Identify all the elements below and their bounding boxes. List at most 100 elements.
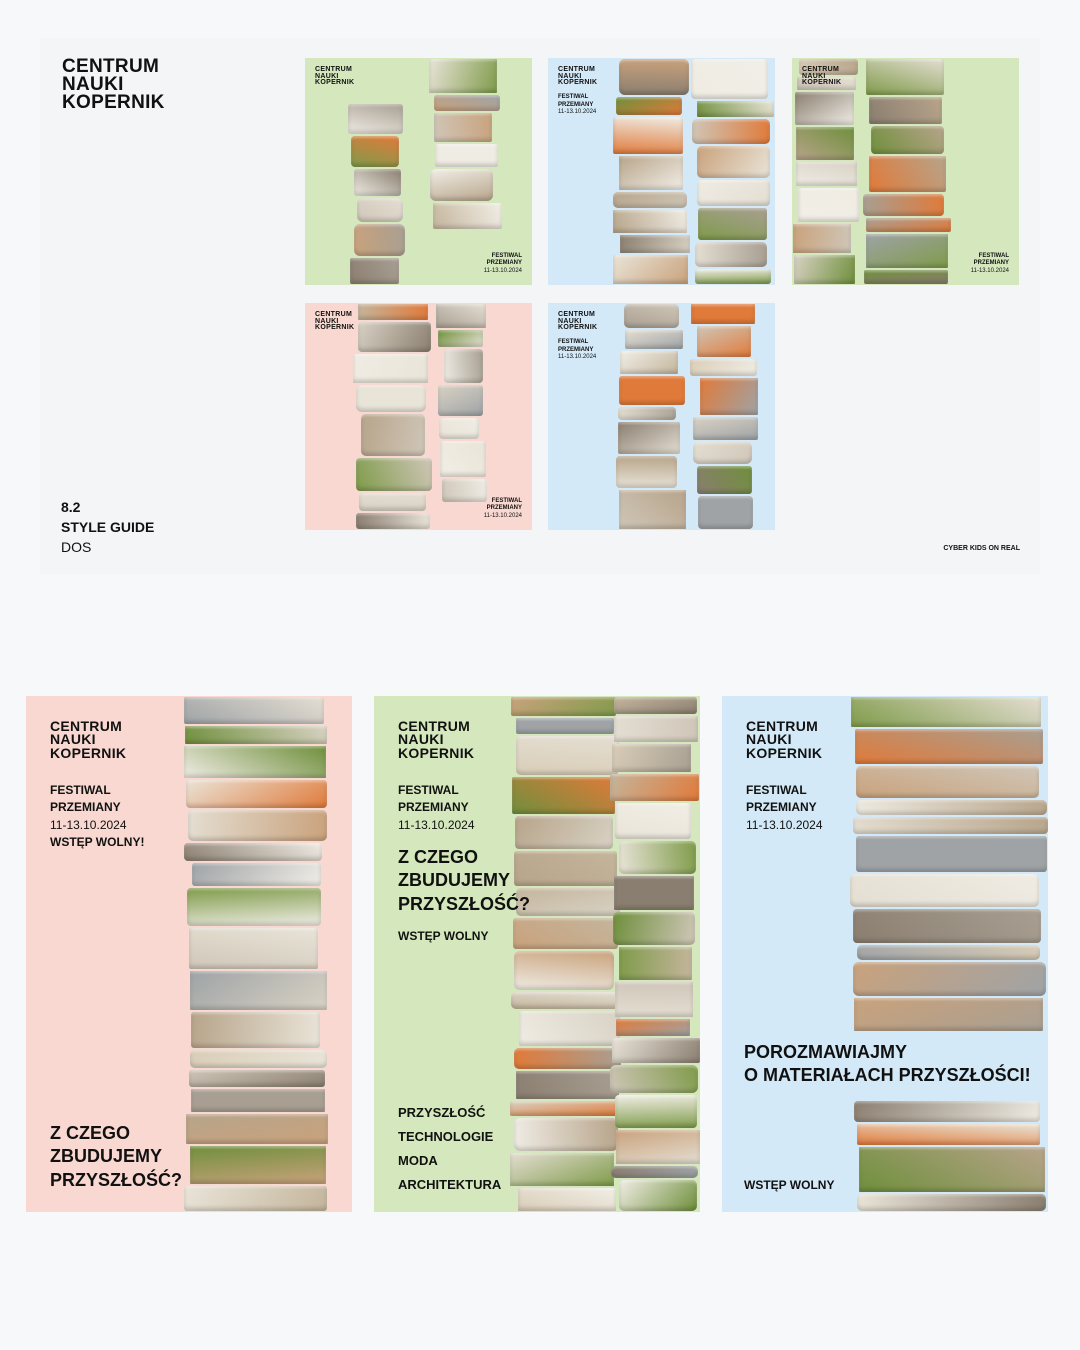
material-collage bbox=[427, 58, 502, 230]
material-block bbox=[184, 843, 322, 861]
thumb-festival-info: FESTIWAL PRZEMIANY 11-13.10.2024 bbox=[484, 253, 522, 276]
logo-line: NAUKI bbox=[398, 731, 444, 748]
thumbnail-poster[interactable]: CENTRUM NAUKI KOPERNIK FESTIWAL PRZEMIAN… bbox=[305, 303, 532, 530]
material-block bbox=[798, 188, 859, 222]
material-block bbox=[794, 254, 855, 284]
material-block bbox=[514, 850, 617, 887]
logo-line: NAUKI bbox=[746, 731, 792, 748]
topic-item: MODA bbox=[398, 1153, 438, 1169]
poster-blue[interactable]: CENTRUM NAUKI KOPERNIK FESTIWAL PRZEMIAN… bbox=[722, 696, 1048, 1212]
material-block bbox=[513, 918, 618, 950]
material-block bbox=[516, 735, 619, 775]
poster-logo: CENTRUM NAUKI KOPERNIK bbox=[746, 718, 822, 760]
material-block bbox=[866, 59, 944, 95]
material-block bbox=[697, 145, 770, 179]
logo-line: CENTRUM bbox=[315, 311, 353, 318]
material-block bbox=[433, 202, 502, 229]
festival-dates: 11-13.10.2024 bbox=[398, 817, 475, 832]
material-block bbox=[192, 862, 321, 887]
material-block bbox=[619, 490, 686, 529]
material-block bbox=[856, 836, 1047, 872]
credit-text: CYBER KIDS ON REAL bbox=[943, 545, 1020, 552]
logo-line: NAUKI bbox=[802, 72, 826, 80]
logo-line: NAUKI bbox=[50, 731, 96, 748]
material-collage bbox=[509, 696, 621, 1212]
poster-logo: CENTRUM NAUKI KOPERNIK bbox=[50, 719, 126, 760]
material-block bbox=[610, 774, 699, 802]
material-block bbox=[869, 96, 942, 125]
material-block bbox=[354, 224, 405, 256]
material-block bbox=[187, 888, 321, 926]
material-block bbox=[348, 104, 403, 134]
material-block bbox=[855, 729, 1043, 764]
material-collage bbox=[435, 303, 487, 503]
material-block bbox=[615, 803, 691, 839]
material-block bbox=[358, 304, 428, 320]
material-block bbox=[512, 776, 615, 814]
material-block bbox=[690, 359, 757, 377]
logo-line: NAUKI bbox=[315, 72, 339, 80]
material-block bbox=[361, 413, 425, 457]
material-block bbox=[615, 981, 693, 1017]
festival-name: PRZEMIANY bbox=[973, 260, 1009, 266]
material-block bbox=[698, 207, 767, 240]
thumbnail-poster[interactable]: CENTRUM NAUKI KOPERNIK FESTIWAL PRZEMIAN… bbox=[548, 303, 775, 530]
topic-list: PRZYSZŁOŚĆ TECHNOLOGIE MODA ARCHITEKTURA bbox=[398, 1101, 501, 1197]
festival-label: FESTIWAL bbox=[491, 497, 522, 504]
topic-item: PRZYSZŁOŚĆ bbox=[398, 1105, 486, 1120]
material-block bbox=[616, 97, 682, 115]
material-block bbox=[614, 716, 698, 742]
material-block bbox=[619, 947, 692, 980]
material-block bbox=[188, 810, 327, 842]
material-collage bbox=[850, 696, 1048, 1032]
material-block bbox=[354, 169, 401, 196]
festival-dates: 11-13.10.2024 bbox=[483, 512, 522, 519]
material-block bbox=[857, 1193, 1046, 1211]
material-block bbox=[351, 135, 399, 168]
thumb-festival-info: FESTIWAL PRZEMIANY 11-13.10.2024 bbox=[558, 339, 596, 362]
thumbnail-poster[interactable]: CENTRUM NAUKI KOPERNIK FESTIWAL PRZEMIAN… bbox=[792, 58, 1019, 285]
material-block bbox=[857, 1123, 1040, 1145]
material-block bbox=[518, 1187, 616, 1211]
material-block bbox=[438, 384, 483, 417]
thumbnail-poster[interactable]: CENTRUM NAUKI KOPERNIK FESTIWAL PRZEMIAN… bbox=[305, 58, 532, 285]
material-block bbox=[619, 375, 685, 406]
logo-line: CENTRUM bbox=[558, 311, 596, 318]
material-collage bbox=[862, 58, 952, 285]
thumbnail-poster[interactable]: CENTRUM NAUKI KOPERNIK FESTIWAL PRZEMIAN… bbox=[548, 58, 775, 285]
festival-name: PRZEMIANY bbox=[558, 101, 594, 108]
material-block bbox=[856, 799, 1047, 815]
poster-pink[interactable]: CENTRUM NAUKI KOPERNIK FESTIWAL PRZEMIAN… bbox=[26, 696, 352, 1212]
material-block bbox=[514, 1117, 618, 1151]
material-block bbox=[700, 378, 758, 415]
material-collage bbox=[792, 58, 860, 285]
festival-dates: 11-13.10.2024 bbox=[50, 817, 127, 832]
thumb-festival-info: FESTIWAL PRZEMIANY 11-13.10.2024 bbox=[558, 94, 596, 117]
festival-label: FESTIWAL bbox=[491, 252, 522, 259]
free-entry-label: WSTĘP WOLNY bbox=[398, 929, 489, 943]
material-block bbox=[795, 91, 854, 126]
material-block bbox=[613, 116, 683, 155]
material-block bbox=[613, 209, 687, 233]
thumb-logo: CENTRUM NAUKI KOPERNIK bbox=[558, 311, 597, 332]
material-block bbox=[850, 873, 1039, 908]
material-block bbox=[856, 765, 1039, 798]
festival-label: FESTIWAL bbox=[50, 783, 111, 797]
material-block bbox=[691, 59, 768, 100]
material-block bbox=[698, 495, 753, 529]
material-block bbox=[442, 478, 487, 502]
material-block bbox=[430, 169, 493, 201]
festival-label: FESTIWAL bbox=[398, 783, 459, 797]
material-block bbox=[793, 223, 851, 253]
material-block bbox=[184, 745, 326, 779]
material-block bbox=[184, 697, 324, 724]
material-block bbox=[358, 321, 431, 353]
poster-green[interactable]: CENTRUM NAUKI KOPERNIK FESTIWAL PRZEMIAN… bbox=[374, 696, 700, 1212]
material-block bbox=[871, 126, 944, 154]
festival-name: PRZEMIANY bbox=[398, 800, 469, 815]
material-block bbox=[357, 197, 403, 223]
material-block bbox=[440, 441, 486, 477]
logo-line: CENTRUM bbox=[746, 718, 819, 734]
logo-line: KOPERNIK bbox=[315, 79, 355, 87]
festival-name: PRZEMIANY bbox=[50, 800, 121, 815]
